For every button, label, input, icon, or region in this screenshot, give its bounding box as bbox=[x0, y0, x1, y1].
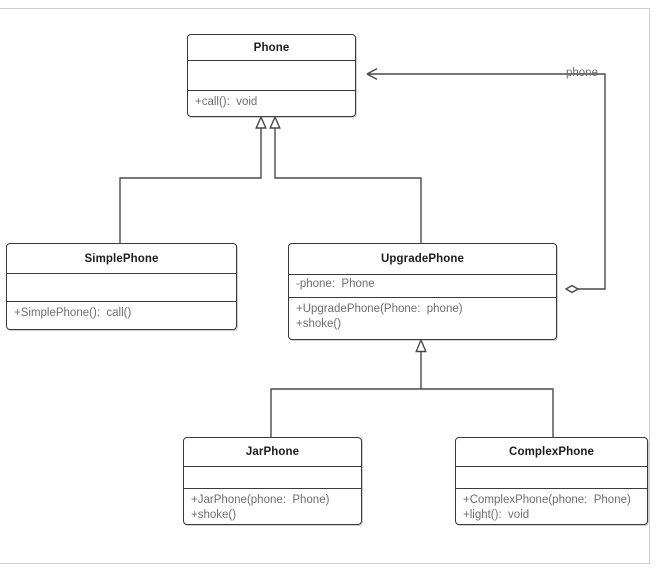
aggregation-upgradephone-phone bbox=[366, 67, 606, 294]
class-title-phone: Phone bbox=[188, 35, 355, 61]
operation-item: +call(): void bbox=[195, 96, 258, 108]
operation-item: +JarPhone(phone: Phone) bbox=[191, 494, 330, 506]
class-box-phone[interactable]: Phone +call(): void bbox=[187, 34, 356, 117]
class-box-complexphone[interactable]: ComplexPhone +ComplexPhone(phone: Phone)… bbox=[455, 437, 648, 525]
class-attributes-phone bbox=[188, 61, 355, 91]
page-border bbox=[0, 8, 650, 564]
class-attributes-jarphone bbox=[184, 467, 361, 489]
generalization-upgradephone-phone bbox=[269, 115, 422, 243]
operation-item: +shoke() bbox=[296, 318, 342, 330]
operation-item: +UpgradePhone(Phone: phone) bbox=[296, 303, 463, 315]
generalization-jarphone-upgradephone bbox=[270, 338, 427, 437]
class-title-upgradephone: UpgradePhone bbox=[289, 244, 556, 275]
class-box-jarphone[interactable]: JarPhone +JarPhone(phone: Phone) +shoke(… bbox=[183, 437, 362, 525]
class-box-simplephone[interactable]: SimplePhone +SimplePhone(): call() bbox=[6, 243, 237, 330]
class-operations-upgradephone: +UpgradePhone(Phone: phone) +shoke() bbox=[289, 298, 556, 336]
association-label-phone: phone bbox=[566, 67, 598, 79]
class-operations-phone: +call(): void bbox=[188, 91, 355, 114]
generalization-complexphone-upgradephone bbox=[421, 388, 554, 437]
class-attributes-complexphone bbox=[456, 467, 647, 489]
operation-item: +shoke() bbox=[191, 509, 237, 521]
operation-item: +light(): void bbox=[463, 509, 530, 521]
class-title-jarphone: JarPhone bbox=[184, 438, 361, 467]
class-title-simplephone: SimplePhone bbox=[7, 244, 236, 274]
class-operations-jarphone: +JarPhone(phone: Phone) +shoke() bbox=[184, 489, 361, 524]
class-operations-simplephone: +SimplePhone(): call() bbox=[7, 302, 236, 325]
class-operations-complexphone: +ComplexPhone(phone: Phone) +light(): vo… bbox=[456, 489, 647, 524]
class-attributes-simplephone bbox=[7, 274, 236, 302]
class-box-upgradephone[interactable]: UpgradePhone -phone: Phone +UpgradePhone… bbox=[288, 243, 557, 340]
generalization-simplephone-phone bbox=[119, 115, 267, 243]
operation-item: +ComplexPhone(phone: Phone) bbox=[463, 494, 631, 506]
operation-item: +SimplePhone(): call() bbox=[14, 307, 132, 319]
class-attributes-upgradephone: -phone: Phone bbox=[289, 275, 556, 298]
attribute-item: -phone: Phone bbox=[296, 278, 375, 290]
class-title-complexphone: ComplexPhone bbox=[456, 438, 647, 467]
